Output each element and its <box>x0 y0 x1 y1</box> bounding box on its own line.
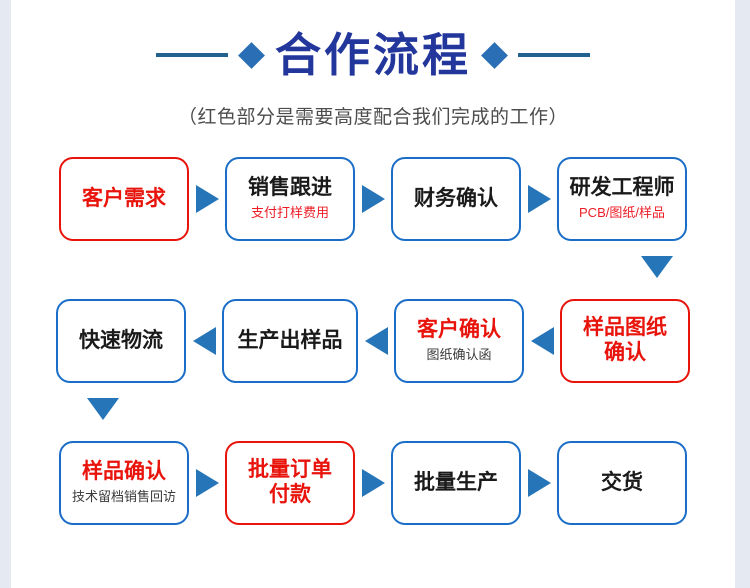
flow-node-sales-followup[interactable]: 销售跟进 支付打样费用 <box>225 156 355 241</box>
flow-node-sublabel: 图纸确认函 <box>426 347 492 363</box>
diamond-icon-right <box>481 41 508 69</box>
diamond-icon-left <box>238 41 265 69</box>
flow-node-customer-requirement[interactable]: 客户需求 <box>59 156 189 241</box>
flow-node-bulk-order-payment[interactable]: 批量订单付款 <box>225 440 355 525</box>
arrow-down-icon-left <box>87 398 119 420</box>
arrow-left-icon-2b <box>358 326 394 355</box>
flowchart-page: 合作流程 （红色部分是需要高度配合我们完成的工作） 客户需求 销售跟进 支付打样… <box>11 0 735 588</box>
arrow-right-icon-1b <box>355 184 391 213</box>
flow-node-sample-confirm[interactable]: 样品确认 技术留档销售回访 <box>59 440 189 525</box>
flow-node-label: 研发工程师 <box>569 175 675 199</box>
page-subtitle: （红色部分是需要高度配合我们完成的工作） <box>177 107 568 128</box>
arrow-left-icon-2c <box>524 326 560 355</box>
connector-row1-to-row2 <box>11 246 735 293</box>
flow-node-customer-confirm[interactable]: 客户确认 图纸确认函 <box>394 298 524 383</box>
flow-node-fast-logistics[interactable]: 快速物流 <box>56 298 186 383</box>
flow-node-sublabel: 技术留档销售回访 <box>71 489 176 505</box>
flow-node-label: 样品图纸确认 <box>583 315 667 364</box>
arrow-down-icon-right <box>641 256 673 278</box>
flow-node-label: 交货 <box>601 470 643 494</box>
flow-node-label: 客户确认 <box>417 317 501 341</box>
flow-node-label: 批量生产 <box>414 470 498 494</box>
flow-row-1: 客户需求 销售跟进 支付打样费用 财务确认 研发工程师 PCB/图纸/样品 <box>11 151 735 246</box>
title-left-rule <box>156 53 228 57</box>
flow-node-label: 生产出样品 <box>237 328 343 352</box>
header: 合作流程 （红色部分是需要高度配合我们完成的工作） <box>11 0 735 129</box>
flow-node-label: 批量订单付款 <box>248 457 332 506</box>
arrow-right-icon-3a <box>189 468 225 497</box>
connector-row2-to-row3 <box>11 388 735 435</box>
arrow-right-icon-1a <box>189 184 225 213</box>
flow-node-rd-engineer[interactable]: 研发工程师 PCB/图纸/样品 <box>557 156 687 241</box>
page-title: 合作流程 <box>275 29 471 81</box>
flow-row-2: 快速物流 生产出样品 客户确认 图纸确认函 样品图纸确认 <box>11 293 735 388</box>
flow-diagram: 客户需求 销售跟进 支付打样费用 财务确认 研发工程师 PCB/图纸/样品 <box>11 151 735 530</box>
flow-node-label: 客户需求 <box>82 186 166 210</box>
flow-node-sublabel: PCB/图纸/样品 <box>579 205 665 221</box>
flow-node-sublabel: 支付打样费用 <box>250 205 329 221</box>
arrow-right-icon-3b <box>355 468 391 497</box>
arrow-right-icon-1c <box>521 184 557 213</box>
title-right-rule <box>518 53 590 57</box>
arrow-left-icon-2a <box>186 326 222 355</box>
flow-node-delivery[interactable]: 交货 <box>557 440 687 525</box>
flow-node-finance-confirm[interactable]: 财务确认 <box>391 156 521 241</box>
flow-row-3: 样品确认 技术留档销售回访 批量订单付款 批量生产 交货 <box>11 435 735 530</box>
flow-node-mass-production[interactable]: 批量生产 <box>391 440 521 525</box>
flow-node-label: 样品确认 <box>82 459 166 483</box>
flow-node-label: 快速物流 <box>79 328 163 352</box>
arrow-right-icon-3c <box>521 468 557 497</box>
flow-node-produce-sample[interactable]: 生产出样品 <box>222 298 358 383</box>
flow-node-label: 销售跟进 <box>248 175 332 199</box>
flow-node-label: 财务确认 <box>414 186 498 210</box>
title-row: 合作流程 <box>11 24 735 86</box>
flow-node-sample-drawing-confirm[interactable]: 样品图纸确认 <box>560 298 690 383</box>
